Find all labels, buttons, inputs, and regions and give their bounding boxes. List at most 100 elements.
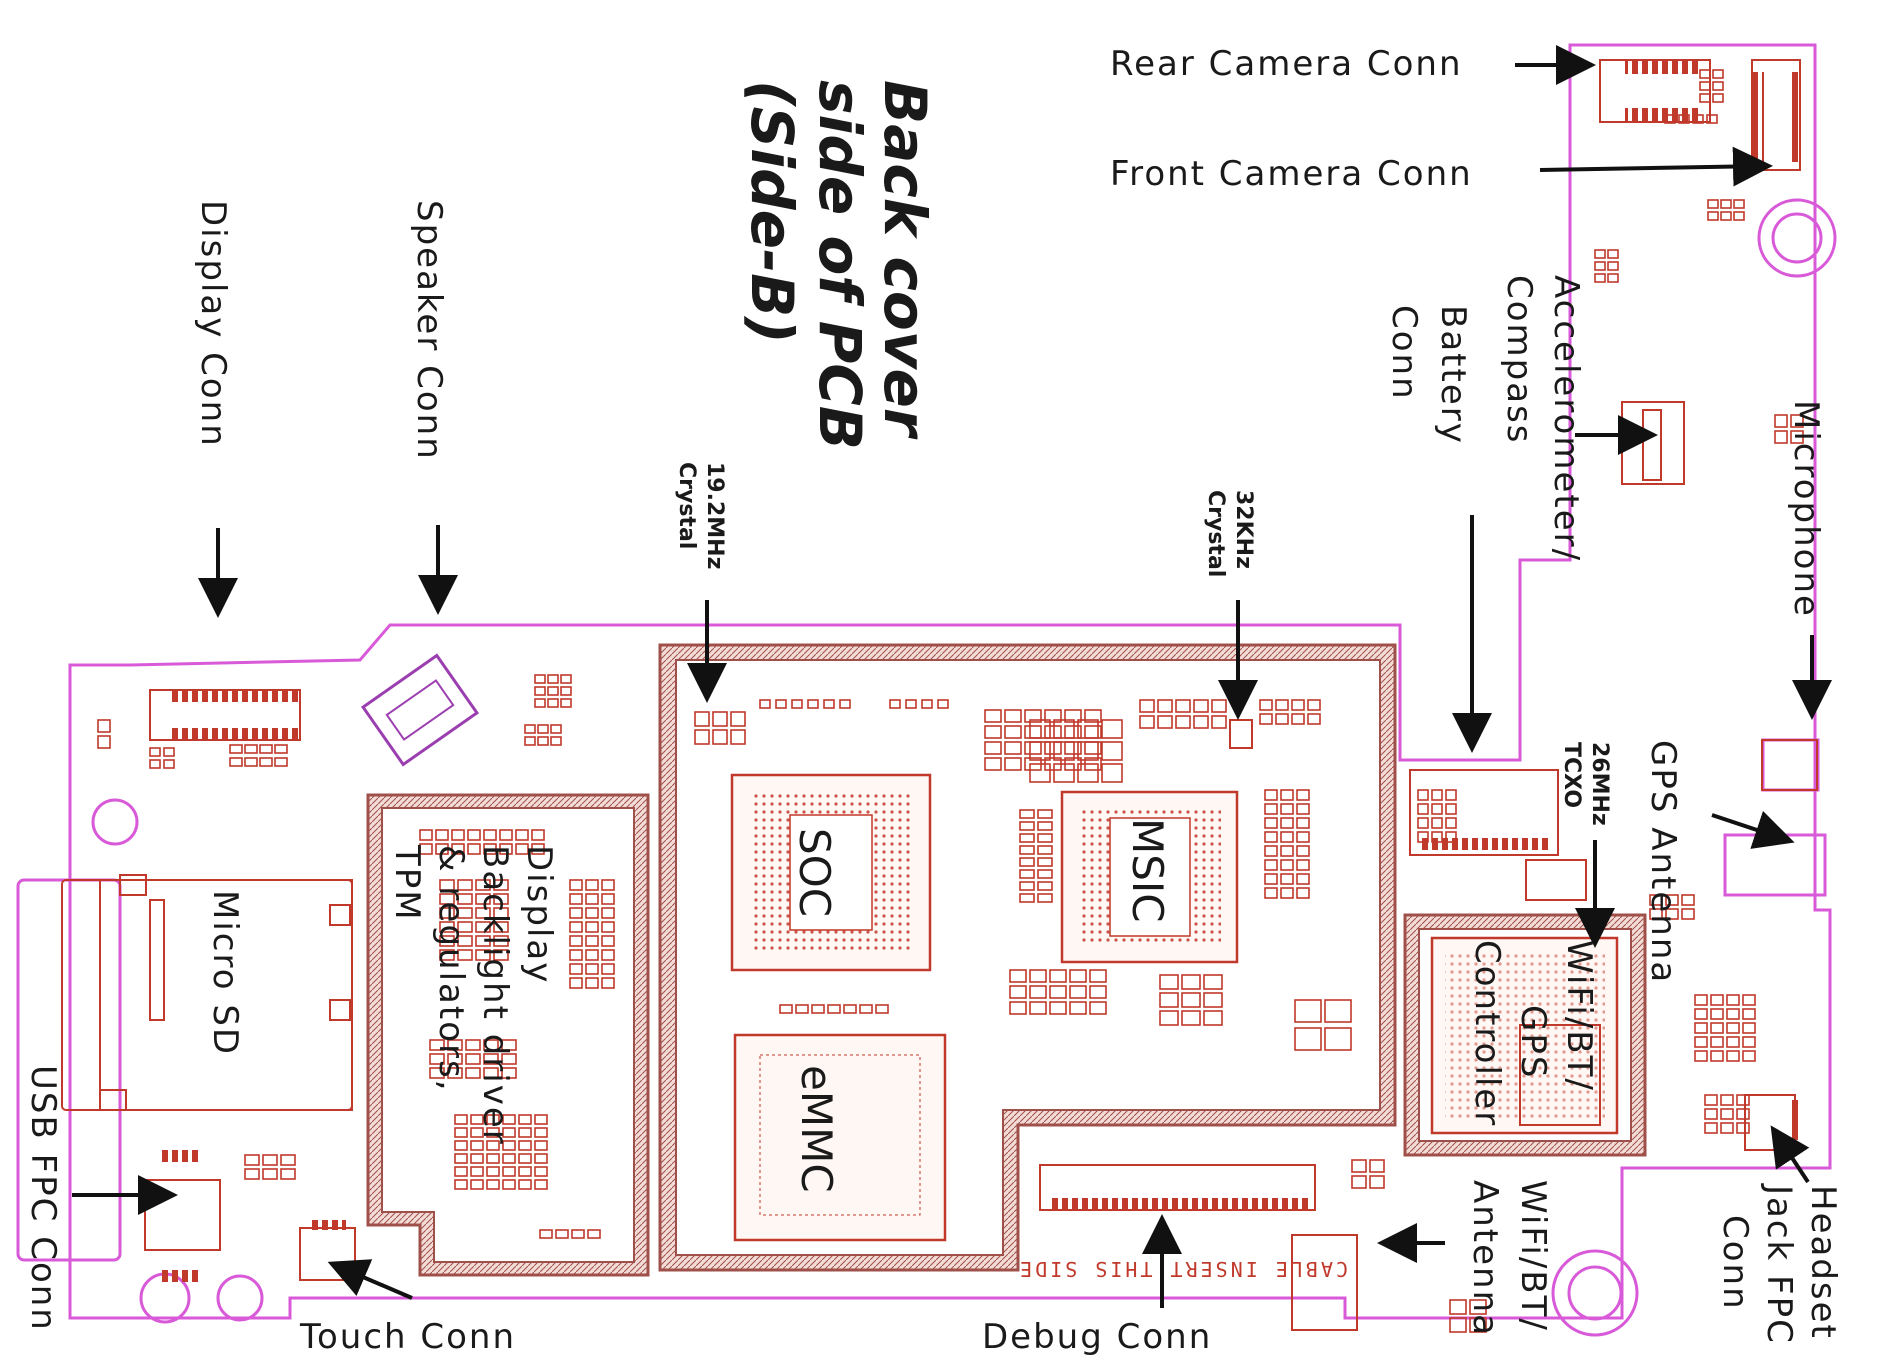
passive-pad bbox=[475, 949, 491, 961]
passive-pad bbox=[1733, 211, 1745, 221]
arrows bbox=[72, 45, 1832, 1308]
passive-pad bbox=[1181, 992, 1201, 1008]
passive-pad bbox=[1351, 1175, 1367, 1189]
passive-pad bbox=[1037, 893, 1053, 903]
passive-pad bbox=[601, 893, 615, 905]
passive-pad bbox=[501, 1039, 517, 1051]
passive-pad bbox=[1296, 845, 1310, 857]
passive-pad bbox=[429, 1039, 445, 1051]
passive-pad bbox=[229, 744, 243, 754]
passive-pad bbox=[921, 699, 933, 709]
passive-pad bbox=[1742, 1022, 1756, 1034]
passive-pad bbox=[712, 729, 728, 745]
passive-pad bbox=[502, 1114, 516, 1125]
passive-pad bbox=[1694, 1008, 1708, 1020]
passive-pad bbox=[483, 1067, 499, 1079]
passive-pad bbox=[457, 949, 473, 961]
arrow-gps-antenna bbox=[1711, 810, 1795, 849]
passive-pad bbox=[493, 879, 509, 891]
label-gps-antenna: GPS Antenna bbox=[1643, 740, 1683, 984]
passive-pad bbox=[779, 1004, 793, 1014]
passive-pad bbox=[1445, 817, 1457, 829]
passive-pad bbox=[569, 963, 583, 975]
passive-pad bbox=[467, 829, 481, 841]
passive-pad bbox=[1694, 1050, 1708, 1062]
passive-pad bbox=[1193, 715, 1209, 729]
passive-pad bbox=[244, 1154, 260, 1166]
passive-pad bbox=[518, 1153, 532, 1164]
passive-pad bbox=[501, 1053, 517, 1065]
passive-pad bbox=[560, 686, 572, 696]
passive-pad bbox=[1431, 789, 1443, 801]
passive-pad bbox=[585, 963, 599, 975]
label-microphone: Microphone bbox=[1786, 400, 1826, 618]
passive-pad bbox=[1264, 831, 1278, 843]
passive-pad bbox=[1029, 763, 1051, 783]
passive-pad bbox=[451, 829, 465, 841]
passive-pad bbox=[1029, 719, 1051, 739]
passive-pad bbox=[827, 1004, 841, 1014]
passive-pad bbox=[493, 907, 509, 919]
connectors bbox=[144, 59, 1818, 1331]
passive-pad bbox=[1291, 713, 1305, 725]
passive-pad bbox=[1089, 1001, 1107, 1015]
label-display-conn: Display Conn bbox=[193, 200, 233, 448]
passive-pad bbox=[1681, 894, 1695, 906]
passive-pad bbox=[984, 741, 1002, 755]
label-display-driver-line4: TPM bbox=[387, 844, 427, 922]
passive-pad bbox=[454, 1166, 468, 1177]
passive-pad bbox=[502, 1179, 516, 1190]
passive-pad bbox=[454, 1179, 468, 1190]
passive-pad bbox=[502, 1140, 516, 1151]
passive-pad bbox=[1029, 1001, 1047, 1015]
passive-pad bbox=[1101, 763, 1123, 783]
passive-pad bbox=[1649, 908, 1663, 920]
label-32khz-crystal-line1: 32KHz bbox=[1231, 490, 1256, 569]
passive-pad bbox=[518, 1114, 532, 1125]
passive-pad bbox=[1296, 887, 1310, 899]
passive-pad bbox=[467, 843, 481, 855]
passive-pad bbox=[1710, 1036, 1724, 1048]
passive-pad bbox=[1307, 699, 1321, 711]
passive-pad bbox=[483, 843, 497, 855]
passive-pad bbox=[454, 1127, 468, 1138]
passive-pad bbox=[439, 935, 455, 947]
label-19mhz-crystal-line1: 19.2MHz bbox=[702, 462, 727, 569]
passive-pad bbox=[1037, 845, 1053, 855]
passive-pad bbox=[244, 1168, 260, 1180]
passive-pad bbox=[601, 921, 615, 933]
passive-pad bbox=[499, 829, 513, 841]
passive-pad bbox=[1774, 414, 1788, 428]
passive-pad bbox=[1712, 69, 1724, 79]
passive-pad bbox=[1037, 857, 1053, 867]
label-wifi-controller-line2: GPS bbox=[1513, 1005, 1553, 1079]
passive-pad bbox=[1681, 908, 1695, 920]
passive-pad bbox=[1280, 831, 1294, 843]
passive-pad bbox=[259, 744, 273, 754]
passive-pad bbox=[1019, 893, 1035, 903]
passive-pad bbox=[1736, 1122, 1750, 1134]
passive-pad bbox=[1259, 713, 1273, 725]
passive-pad bbox=[1469, 1317, 1487, 1333]
passive-pad bbox=[1294, 999, 1322, 1023]
passive-pad bbox=[1019, 845, 1035, 855]
passive-pad bbox=[534, 1179, 548, 1190]
passive-pad bbox=[1064, 709, 1082, 723]
label-micro-sd: Micro SD bbox=[205, 890, 245, 1056]
passive-pad bbox=[1699, 81, 1711, 91]
passive-pad bbox=[694, 711, 710, 727]
passive-pad bbox=[1707, 199, 1719, 209]
passive-pad bbox=[1607, 261, 1619, 271]
passive-pad bbox=[534, 1153, 548, 1164]
passive-pad bbox=[439, 921, 455, 933]
passive-pad bbox=[435, 829, 449, 841]
passive-pad bbox=[486, 1114, 500, 1125]
label-headset-line2: Jack FPC bbox=[1759, 1183, 1799, 1345]
passive-pad bbox=[163, 759, 175, 769]
passive-pad bbox=[585, 921, 599, 933]
passive-pad bbox=[1324, 999, 1352, 1023]
passive-pad bbox=[569, 977, 583, 989]
passive-pad bbox=[587, 1229, 601, 1239]
passive-pad bbox=[457, 921, 473, 933]
passive-pad bbox=[1720, 1108, 1734, 1120]
